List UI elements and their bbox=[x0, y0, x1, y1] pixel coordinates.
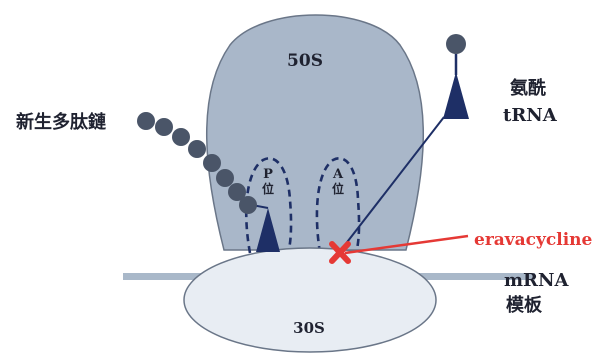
mrna-label-line2: 模板 bbox=[506, 294, 543, 316]
chain-bead bbox=[216, 169, 234, 187]
chain-bead bbox=[137, 112, 155, 130]
chain-bead bbox=[172, 128, 190, 146]
p-site-letter: P bbox=[263, 167, 273, 182]
chain-bead bbox=[203, 154, 221, 172]
trna-triangle-icon bbox=[443, 72, 469, 119]
chain-bead bbox=[188, 140, 206, 158]
nascent-chain-label: 新生多肽鏈 bbox=[16, 111, 106, 133]
mrna-label-line1: mRNA bbox=[504, 270, 569, 291]
nascent-chain bbox=[137, 112, 269, 214]
aminoacyl-trna-label-line1: 氨酰 bbox=[510, 77, 546, 99]
trna-triangle-icon bbox=[256, 208, 280, 252]
drug-label: eravacycline bbox=[474, 230, 593, 250]
aminoacyl-trna-label-line2: tRNA bbox=[503, 105, 558, 126]
chain-bead bbox=[155, 118, 173, 136]
small-subunit-label: 30S bbox=[293, 319, 325, 337]
a-site-char: 位 bbox=[332, 181, 344, 196]
trna-path bbox=[340, 116, 445, 251]
a-site-letter: A bbox=[332, 167, 344, 182]
small-subunit: 30S bbox=[183, 247, 437, 353]
aminoacyl-trna bbox=[340, 34, 469, 251]
amino-acid-bead-icon bbox=[446, 34, 466, 54]
chain-bead bbox=[228, 183, 246, 201]
large-subunit: 50S bbox=[205, 14, 425, 251]
drug-pointer bbox=[344, 234, 469, 255]
p-site-char: 位 bbox=[262, 181, 274, 196]
chain-bead bbox=[239, 196, 257, 214]
large-subunit-label: 50S bbox=[287, 51, 323, 71]
red-x-icon bbox=[329, 241, 351, 264]
